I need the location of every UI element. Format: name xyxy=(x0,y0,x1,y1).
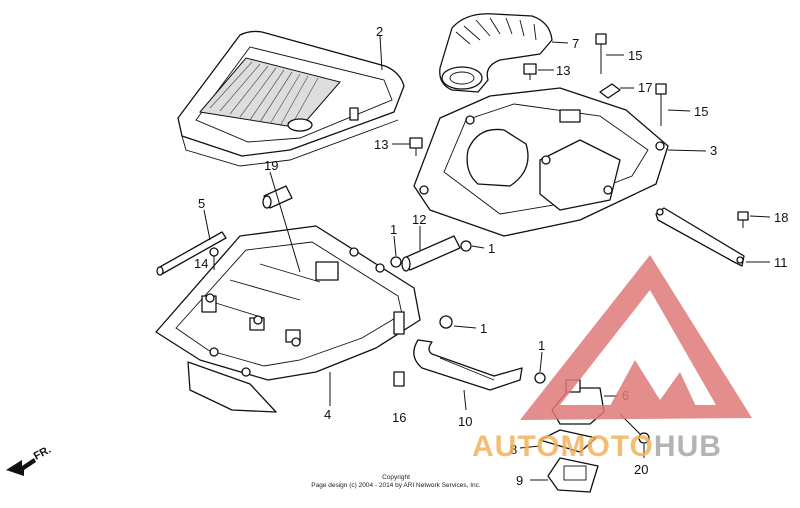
bolt-13a xyxy=(523,63,537,80)
bolt-14 xyxy=(209,247,219,270)
callout-15-top: 15 xyxy=(628,48,642,63)
callout-20: 20 xyxy=(634,462,648,477)
callout-8: 8 xyxy=(510,442,517,457)
bent-hose xyxy=(413,339,523,391)
callout-14: 14 xyxy=(194,256,208,271)
clamp-1d xyxy=(534,372,546,384)
callout-13-top: 13 xyxy=(556,63,570,78)
callout-1-a: 1 xyxy=(390,222,397,237)
front-label: FR. xyxy=(32,444,53,463)
callout-1-c: 1 xyxy=(480,321,487,336)
callout-13-left: 13 xyxy=(374,137,388,152)
watermark-text-part-b: HUB xyxy=(654,430,722,463)
callout-5: 5 xyxy=(198,196,205,211)
air-cleaner-cover xyxy=(177,30,405,167)
callout-3: 3 xyxy=(710,143,717,158)
bolt-18 xyxy=(737,211,749,228)
front-direction-marker: FR. xyxy=(6,444,53,476)
watermark-triangle-mark xyxy=(520,255,752,420)
clamp-1a xyxy=(390,256,402,268)
copyright-line-2: Page design (c) 2004 - 2014 by ARI Netwo… xyxy=(311,482,481,489)
air-cleaner-lower-case xyxy=(155,225,421,413)
callout-10: 10 xyxy=(458,414,472,429)
watermark-inner-mark xyxy=(605,360,700,415)
air-cleaner-upper-case xyxy=(413,87,669,237)
callout-7: 7 xyxy=(572,36,579,51)
bolt-15a xyxy=(595,33,607,74)
callout-1-d: 1 xyxy=(538,338,545,353)
stay-bracket xyxy=(655,207,745,267)
bolt-15b xyxy=(655,83,667,126)
callout-16: 16 xyxy=(392,410,406,425)
callout-11: 11 xyxy=(774,255,788,270)
callout-17: 17 xyxy=(638,80,652,95)
callout-1-b: 1 xyxy=(488,241,495,256)
callout-12: 12 xyxy=(412,212,426,227)
intake-duct xyxy=(439,13,553,93)
drain-tube xyxy=(156,231,227,276)
filter-element xyxy=(199,57,341,129)
watermark-logo: AUTOMOTOHUB xyxy=(472,255,752,463)
grommet-16 xyxy=(393,371,405,387)
bolt-13b xyxy=(409,137,423,156)
short-hose xyxy=(401,235,461,272)
copyright-line-1: Copyright xyxy=(382,474,410,481)
gasket xyxy=(539,429,597,453)
callout-19: 19 xyxy=(264,158,278,173)
callout-2: 2 xyxy=(376,24,383,39)
callout-9: 9 xyxy=(516,473,523,488)
chamber-plate xyxy=(547,457,599,493)
clip-17 xyxy=(599,83,621,99)
callout-15-right: 15 xyxy=(694,104,708,119)
callout-18: 18 xyxy=(774,210,788,225)
clamp-1c xyxy=(439,315,453,329)
callout-4: 4 xyxy=(324,407,331,422)
clamp-1b xyxy=(460,240,472,252)
watermark-text: AUTOMOTOHUB xyxy=(472,430,722,463)
watermark-text-part-a: AUTOMOTO xyxy=(472,430,654,463)
